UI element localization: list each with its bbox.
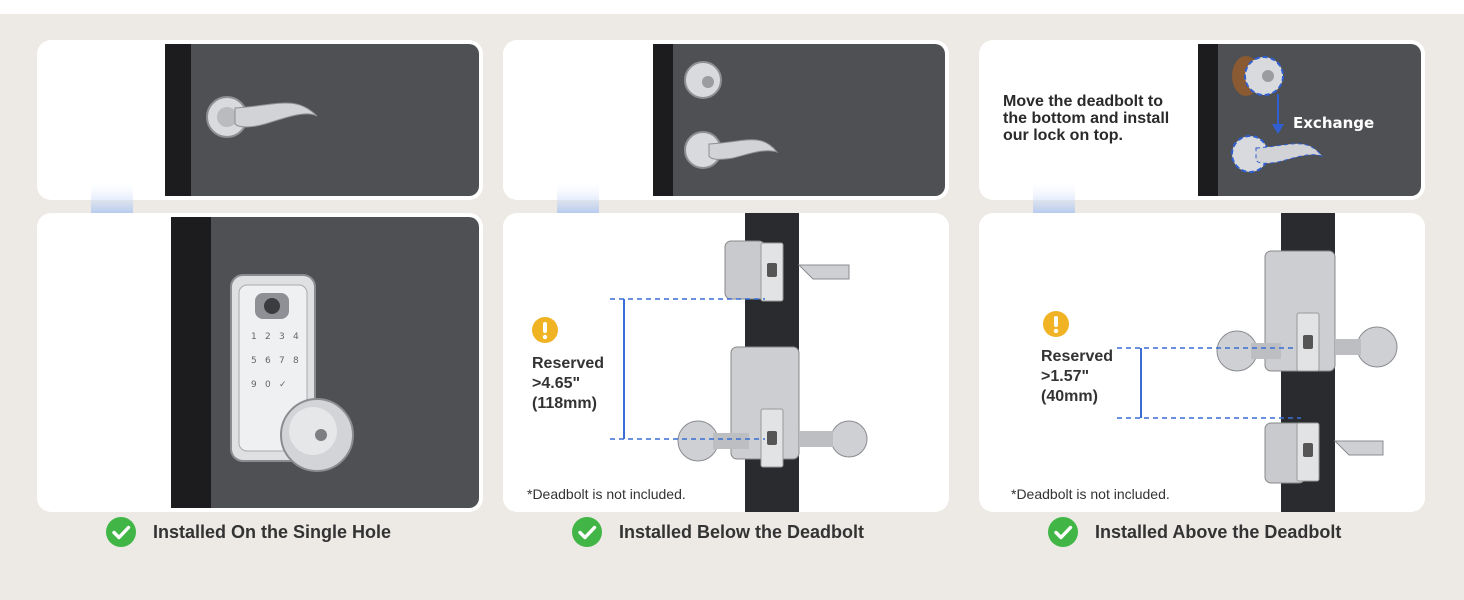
- caption: Installed Above the Deadbolt: [1047, 516, 1341, 548]
- keypad-key: 9: [251, 380, 257, 390]
- exchange-label: Exchange: [1293, 114, 1374, 132]
- after-card: Reserved >1.57" (40mm) *Deadbolt is not …: [979, 213, 1425, 512]
- caption-text: Installed Above the Deadbolt: [1095, 521, 1342, 542]
- keypad-key: 8: [293, 356, 299, 366]
- lock-side-view-image: [610, 213, 868, 512]
- caption: Installed On the Single Hole: [105, 516, 391, 548]
- door-image: [653, 44, 945, 196]
- check-circle-icon: [572, 517, 602, 547]
- deadbolt-and-lever-image: [655, 61, 779, 169]
- exclamation-icon: [1043, 311, 1069, 337]
- keypad-key: 6: [265, 356, 271, 366]
- keypad-key: 4: [293, 332, 299, 342]
- check-circle-icon: [1048, 517, 1078, 547]
- footnote: *Deadbolt is not included.: [1011, 486, 1170, 502]
- exclamation-icon: [532, 317, 558, 343]
- keypad-key: 7: [279, 356, 285, 366]
- after-card: Reserved >4.65" (118mm) *Deadbolt is not…: [503, 213, 949, 512]
- reserved-metric: (40mm): [1041, 388, 1098, 405]
- keypad-key: 5: [251, 356, 257, 366]
- door-image: Exchange: [1198, 44, 1421, 196]
- reserved-label: Reserved: [532, 355, 605, 372]
- before-card: [503, 40, 949, 200]
- before-card: Move the deadbolt to the bottom and inst…: [979, 40, 1425, 200]
- keypad-key: 0: [265, 380, 271, 390]
- caption-text: Installed On the Single Hole: [153, 521, 392, 542]
- reserved-label: Reserved: [1041, 348, 1114, 365]
- reserved-value: >4.65": [532, 375, 581, 392]
- door-image: [165, 44, 479, 196]
- exchange-diagram-image: Exchange: [1200, 56, 1374, 173]
- keypad-key: 2: [265, 332, 271, 342]
- keypad-key: 3: [279, 332, 285, 342]
- top-band: [0, 0, 1464, 14]
- lock-side-view-image: [1117, 213, 1398, 512]
- reserved-metric: (118mm): [532, 395, 597, 412]
- reserved-value: >1.57": [1041, 368, 1090, 385]
- caption: Installed Below the Deadbolt: [571, 516, 864, 548]
- footnote: *Deadbolt is not included.: [527, 486, 686, 502]
- before-card: [37, 40, 483, 200]
- check-circle-icon: [106, 517, 136, 547]
- reserved-note: Reserved >4.65" (118mm): [532, 354, 604, 414]
- keypad-key: 1: [251, 332, 257, 342]
- lever-handle-image: [168, 91, 318, 143]
- caption-text: Installed Below the Deadbolt: [619, 521, 865, 542]
- keypad-key: ✓: [279, 380, 287, 390]
- reserved-note: Reserved >1.57" (40mm): [1041, 347, 1113, 407]
- instruction-text: Move the deadbolt to the bottom and inst…: [1003, 93, 1170, 144]
